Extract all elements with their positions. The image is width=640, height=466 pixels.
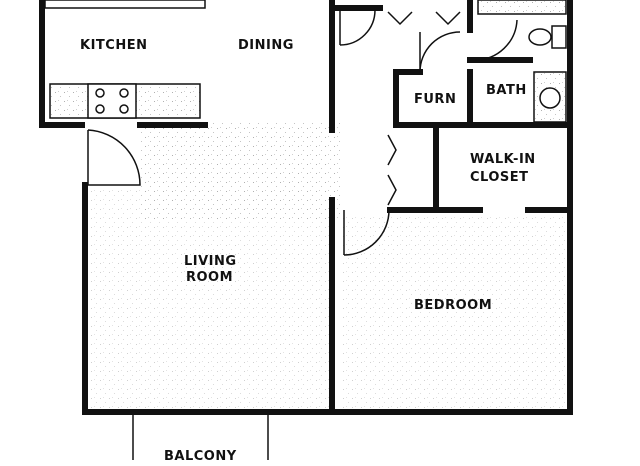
walk-in-closet-label-line1: WALK-IN (470, 152, 536, 167)
bedroom-label: BEDROOM (414, 298, 493, 313)
kitchen-counter (44, 0, 206, 119)
kitchen-label: KITCHEN (80, 38, 148, 53)
door-swing-icon (85, 9, 518, 256)
bedroom-floor (340, 215, 565, 410)
living-floor (90, 190, 330, 410)
living-room-label-line2: ROOM (186, 270, 234, 285)
stove-icon (87, 83, 137, 119)
bath-label: BATH (486, 83, 527, 98)
furn-label: FURN (414, 92, 457, 107)
walk-in-closet-label-line2: CLOSET (470, 170, 529, 185)
dining-label: DINING (238, 38, 294, 53)
toilet-icon (551, 25, 567, 49)
bathtub-icon (477, 0, 567, 15)
bath-fixtures (477, 0, 567, 123)
walls (39, 0, 573, 415)
balcony-label: BALCONY (164, 449, 237, 464)
balcony-outline (132, 415, 269, 460)
living-room-label-line1: LIVING (184, 254, 237, 269)
